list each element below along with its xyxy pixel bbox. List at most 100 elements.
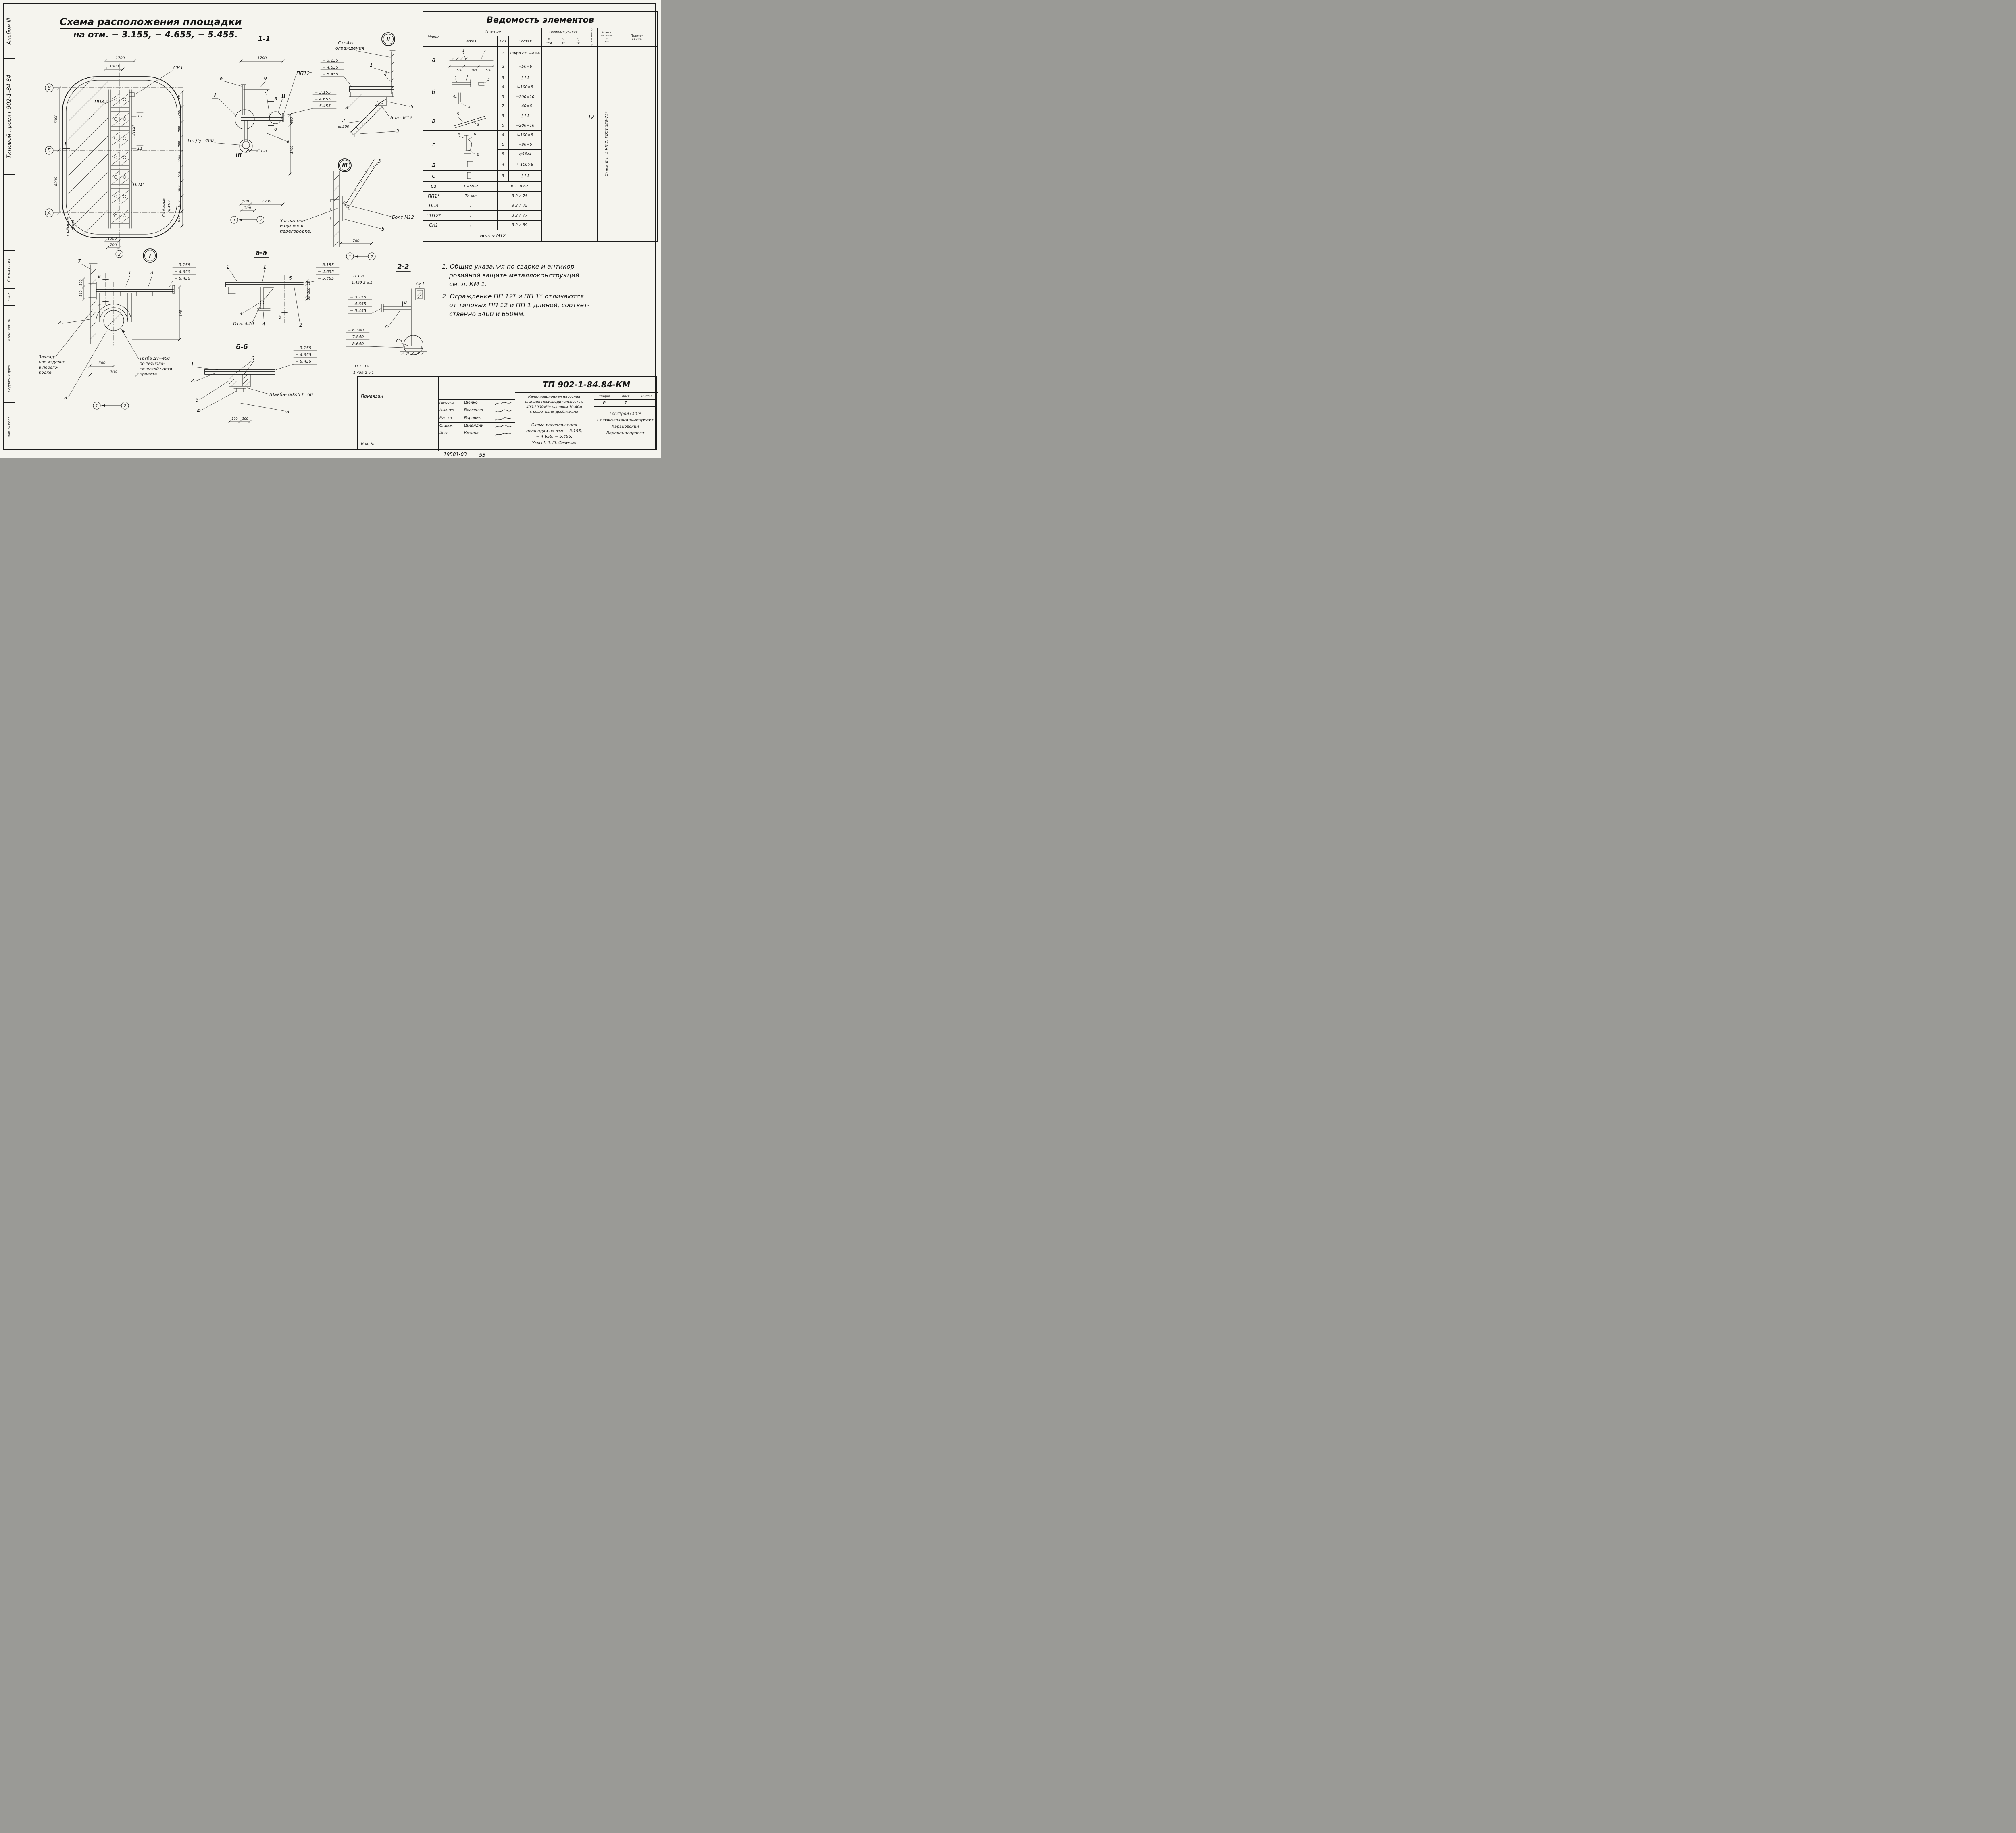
cut-mark-1: 1 xyxy=(64,142,67,147)
sketch-pos: 2 xyxy=(483,50,486,54)
col-header-eskiz: Эскиз xyxy=(444,36,498,47)
note-line: см. л. КМ 1. xyxy=(449,281,487,288)
ref-album: В 2 л 77 xyxy=(497,210,542,221)
pos-label-8: 8 xyxy=(286,409,289,415)
general-notes: 1. Общие указания по сварке и антикор- р… xyxy=(442,262,635,319)
dim-label: 700 xyxy=(110,243,117,247)
callout-sk1: Ск1 xyxy=(416,281,425,286)
dim-label: 900 xyxy=(177,126,181,132)
col-header-sostav: Состав xyxy=(508,36,542,47)
page-number: 53 xyxy=(479,452,486,458)
dim-label: 30 xyxy=(307,296,310,300)
dim-label: 10 xyxy=(307,281,310,285)
pos-label-6: 6 xyxy=(251,356,254,361)
poz: 4 xyxy=(497,159,509,171)
sheet-header: Лист xyxy=(615,393,636,400)
section-b-b: б-б 6 1 2 3 4 Шайба- 60×5 ℓ=60 8 xyxy=(191,343,313,423)
section-1-1: 1-1 е 9 2 а б в xyxy=(187,35,312,224)
callout-hole: Отв. ф20 xyxy=(233,321,254,326)
mark-empty xyxy=(423,230,444,242)
drawing-sheet: Альбом III Типовой проект 902-1-84.84 Со… xyxy=(0,0,661,458)
signature-mark xyxy=(495,409,512,412)
bolts-row: Болты М12 xyxy=(444,230,542,242)
pos-label-5: 5 xyxy=(381,226,385,232)
pos-label-3b: 3 xyxy=(396,129,399,134)
elev-value: − 5.455 xyxy=(295,360,311,364)
gruppa-value: IV xyxy=(585,46,598,242)
section-a-a: а-а 2 1 б б 3 Отв. ф20 4 xyxy=(225,249,310,328)
detail-II-linework xyxy=(349,50,396,137)
callout-pipe: Тр. Ду=400 xyxy=(187,138,214,143)
sketch-pos: 8 xyxy=(477,153,479,157)
role: Н.контр. xyxy=(439,408,455,412)
detail-I-linework xyxy=(88,263,175,346)
sketch-pos: 4 xyxy=(453,95,455,99)
section-title: 2-2 xyxy=(398,262,409,270)
poz: 2 xyxy=(497,60,509,73)
pos-label-9: 9 xyxy=(264,76,267,81)
cut-label-b: б xyxy=(289,276,292,281)
platform-holes xyxy=(114,98,126,217)
detail-ref-III: III xyxy=(236,152,242,158)
poz: 7 xyxy=(497,101,509,111)
sidebar-album: Альбом III xyxy=(3,3,15,59)
pos-label-7: 7 xyxy=(78,258,81,264)
callout-embed-3: перегородке. xyxy=(280,229,311,234)
dim-label: 700 xyxy=(244,206,251,210)
dim-label: 500 xyxy=(242,200,249,204)
axis-bubble-1: 1 xyxy=(233,218,235,223)
elev-value: − 5.455 xyxy=(174,277,190,281)
elevation-stack: − 3.155 − 4.655 − 5.455 xyxy=(304,263,340,283)
sostav: ∟100×8 xyxy=(508,159,542,171)
ref-album: В 1. п.62 xyxy=(497,181,542,192)
ref-pt8: П.Т 8 xyxy=(353,274,364,279)
axis-bubble-2: 2 xyxy=(124,404,126,408)
sostav: Рифл ст. −δ=4 xyxy=(508,46,542,60)
sketch-dim: 500 xyxy=(471,69,477,72)
pos-label-1: 1 xyxy=(128,270,131,275)
ref-sketch: То же xyxy=(444,191,498,201)
callout-embed-3: в перего- xyxy=(39,365,59,370)
elevation-stack: − 3.155 − 4.655 − 5.455 xyxy=(320,58,352,87)
document-number: ТП 902-1-84.84-КМ xyxy=(515,377,658,393)
mark-a: а xyxy=(423,46,444,73)
sketch-a: 1 2 500 500 500 xyxy=(444,46,498,73)
poz: 3 xyxy=(497,170,509,182)
mark-v: в xyxy=(423,111,444,131)
panels-right-2: щиты xyxy=(167,200,171,212)
elevation-stack: − 3.155 − 4.655 − 5.455 xyxy=(348,295,383,314)
note-line: от типовых ПП 12 и ПП 1 длиной, соответ- xyxy=(449,302,590,309)
dim-label: 100 xyxy=(242,417,248,421)
callout-pp12: ПП12* xyxy=(296,71,312,76)
pos-label-1: 1 xyxy=(370,62,373,68)
col-header-usiliya: Опорные усилия xyxy=(541,28,585,36)
mark-pp3: ППЗ xyxy=(423,201,444,211)
dim-label: 900 xyxy=(177,141,181,147)
grid-label-v: В xyxy=(48,85,51,91)
callout-embed-2: ное изделие xyxy=(39,360,65,365)
elev-value: − 8.640 xyxy=(348,342,364,346)
cut-label-b: б xyxy=(385,325,388,331)
pos-label-2: 2 xyxy=(265,89,268,94)
elev-value: − 4.655 xyxy=(174,270,190,274)
dim-label: 1200 xyxy=(177,110,181,118)
sheet-value: 7 xyxy=(615,400,636,407)
callout-pp12: ПП12* xyxy=(131,125,136,138)
dim-label: 1000 xyxy=(177,185,181,193)
dim-label: 500 xyxy=(98,361,105,365)
callout-bolt: Болт М12 xyxy=(390,115,412,120)
detail-title: I xyxy=(149,253,151,259)
pos-label-2: 2 xyxy=(191,378,194,383)
cut-label-a: а xyxy=(274,96,277,101)
callout-washer: Шайба- 60×5 ℓ=60 xyxy=(269,392,313,397)
signature-mark xyxy=(495,402,512,405)
signature-mark xyxy=(495,417,512,421)
panels-left-2: щиты xyxy=(71,220,75,232)
col-header-gruppa: Группа констр. xyxy=(585,28,598,47)
elev-value: − 4.655 xyxy=(322,65,338,70)
sketch-pos: 3 xyxy=(466,75,468,79)
poz: 5 xyxy=(497,92,509,102)
sostav: −40×6 xyxy=(508,101,542,111)
